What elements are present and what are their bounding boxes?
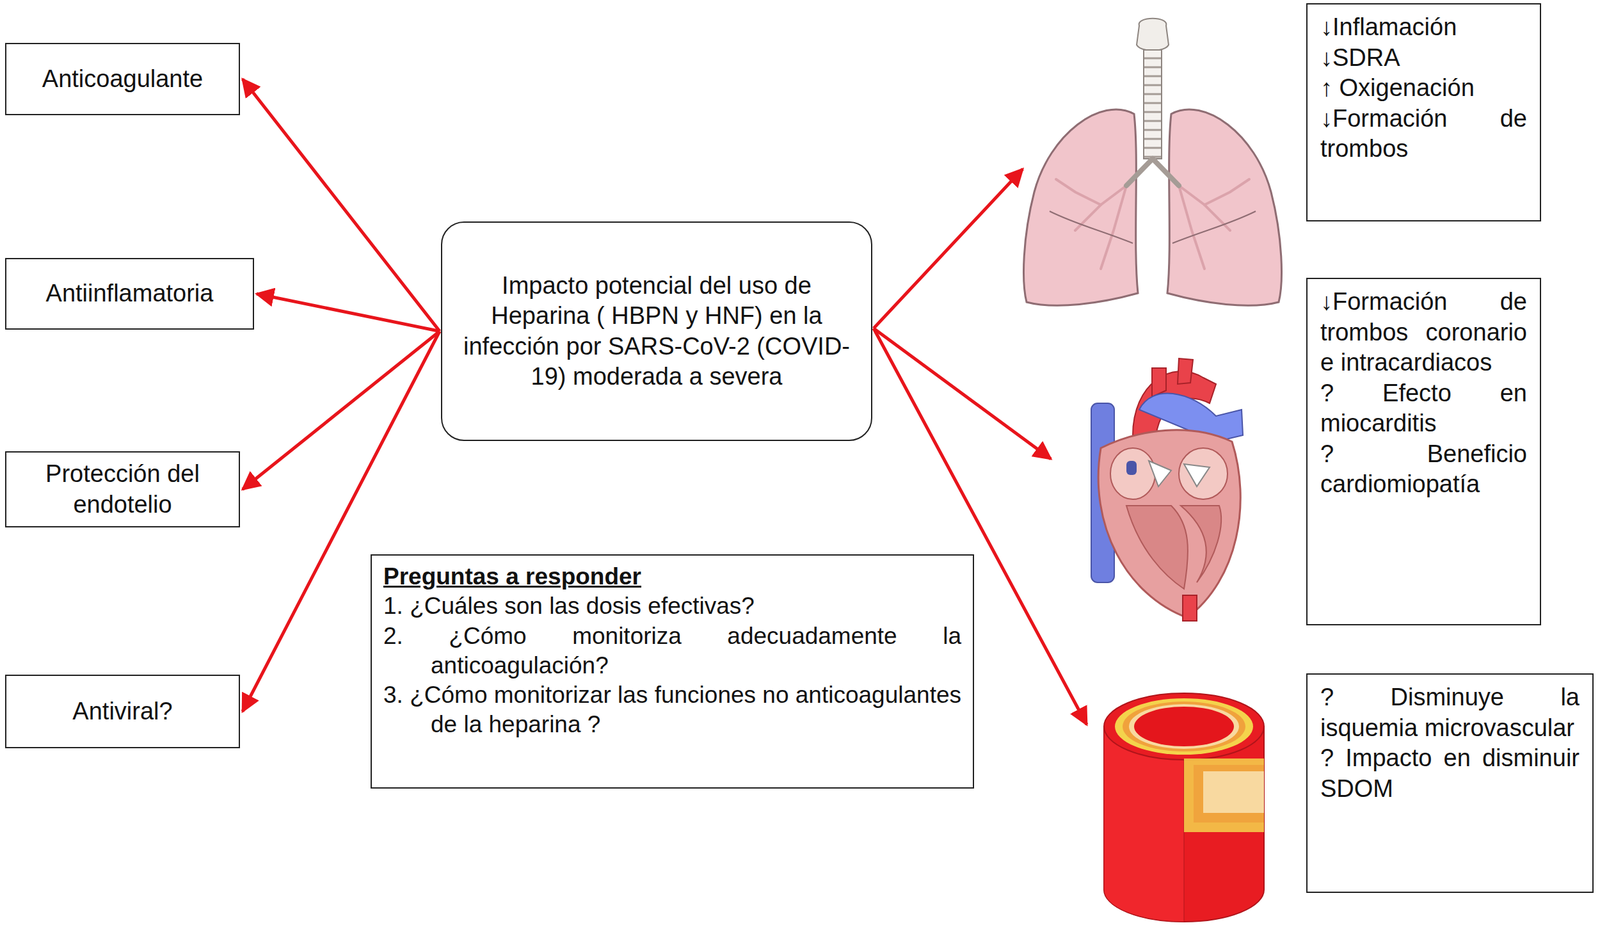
- arrow-connector: [242, 79, 440, 332]
- property-box: Anticoagulante: [5, 42, 240, 116]
- effect-box: ↓Inflamación↓SDRA↑ Oxigenación↓Formación…: [1306, 3, 1542, 222]
- box-text: Antiinflamatoria: [46, 278, 214, 310]
- box-text: 1. ¿Cuáles son las dosis efectivas?: [383, 591, 962, 621]
- box-text: Impacto potencial del uso de Heparina ( …: [457, 270, 856, 393]
- heart-illustration: [1091, 358, 1243, 621]
- arrow-to-lungs: [873, 168, 1023, 329]
- box-text: ↓Inflamación: [1320, 12, 1528, 43]
- box-text: ↓Formación de trombos: [1320, 103, 1528, 165]
- effect-box: ↓Formación de trombos coronario e intrac…: [1306, 277, 1542, 626]
- box-text: ↑ Oxigenación: [1320, 72, 1528, 104]
- box-text: Antiviral?: [72, 696, 173, 728]
- questions-box: Preguntas a responder1. ¿Cuáles son las …: [370, 554, 975, 789]
- box-text: ↓Formación de trombos coronario e intrac…: [1320, 286, 1528, 379]
- box-text: 3. ¿Cómo monitorizar las funciones no an…: [383, 680, 962, 740]
- box-text: Protección del endotelio: [16, 458, 229, 520]
- effect-box: ? Disminuye la isquemia microvascular? I…: [1306, 673, 1594, 893]
- vessel-illustration: [1104, 693, 1264, 922]
- arrow-to-heart: [873, 328, 1051, 459]
- property-box: Protección del endotelio: [5, 451, 240, 528]
- box-text: ? Impacto en disminuir SDOM: [1320, 743, 1580, 804]
- box-text: ? Beneficio cardiomiopatía: [1320, 439, 1528, 500]
- lungs-illustration: [1024, 18, 1282, 306]
- box-text: ? Disminuye la isquemia microvascular: [1320, 682, 1580, 744]
- box-text: ? Efecto en miocarditis: [1320, 378, 1528, 440]
- arrow-connector: [256, 293, 440, 332]
- box-text: ↓SDRA: [1320, 42, 1528, 74]
- questions-heading: Preguntas a responder: [383, 561, 962, 592]
- arrow-connector: [242, 331, 440, 490]
- property-box: Antiinflamatoria: [5, 257, 255, 330]
- box-text: Anticoagulante: [42, 64, 203, 95]
- property-box: Antiviral?: [5, 674, 240, 749]
- central-box: Impacto potencial del uso de Heparina ( …: [440, 221, 873, 441]
- box-text: 2. ¿Cómo monitoriza adecuadamente la ant…: [383, 621, 962, 681]
